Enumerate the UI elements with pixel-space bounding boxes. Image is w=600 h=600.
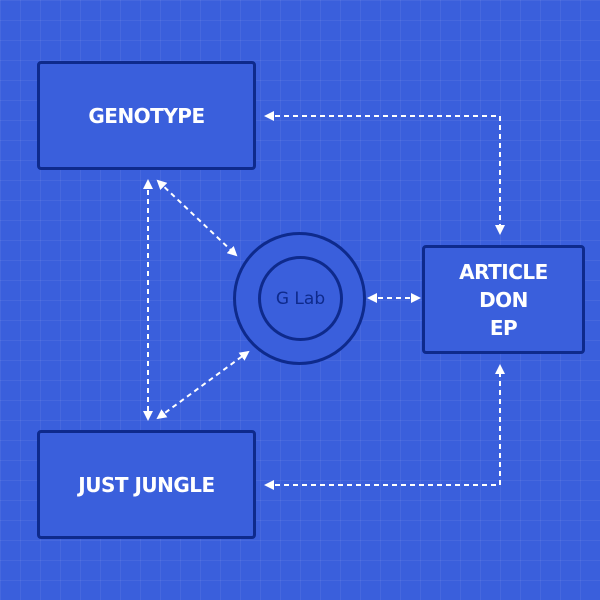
- article-label-line-3: EP: [489, 315, 518, 340]
- connector-jungle-article: [264, 364, 505, 490]
- genotype-label: GENOTYPE: [88, 103, 205, 128]
- just-jungle-label: JUST JUNGLE: [78, 472, 215, 497]
- connector-genotype-article: [264, 111, 505, 235]
- article-label-line-2: DON: [479, 287, 528, 312]
- hub-label: G Lab: [275, 288, 326, 309]
- connector-jungle-hub: [156, 350, 250, 420]
- article-node: ARTICLE DON EP: [422, 245, 585, 354]
- genotype-node: GENOTYPE: [37, 61, 256, 170]
- connector-genotype-hub: [156, 179, 238, 257]
- article-label-line-1: ARTICLE: [459, 259, 548, 284]
- hub-node: G Lab: [258, 256, 343, 341]
- just-jungle-node: JUST JUNGLE: [37, 430, 256, 539]
